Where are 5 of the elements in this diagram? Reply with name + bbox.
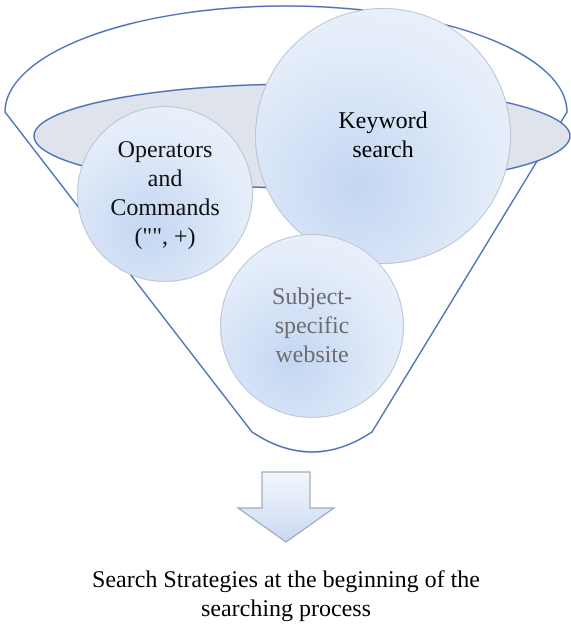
caption-text: Search Strategies at the beginning of the searching process	[91, 566, 481, 624]
circle-label: Operators and Commands ("", +)	[109, 136, 221, 252]
circle-label: Keyword search	[337, 107, 429, 165]
block-arrow	[236, 471, 336, 543]
circle-label: Subject-specific website	[271, 282, 353, 370]
